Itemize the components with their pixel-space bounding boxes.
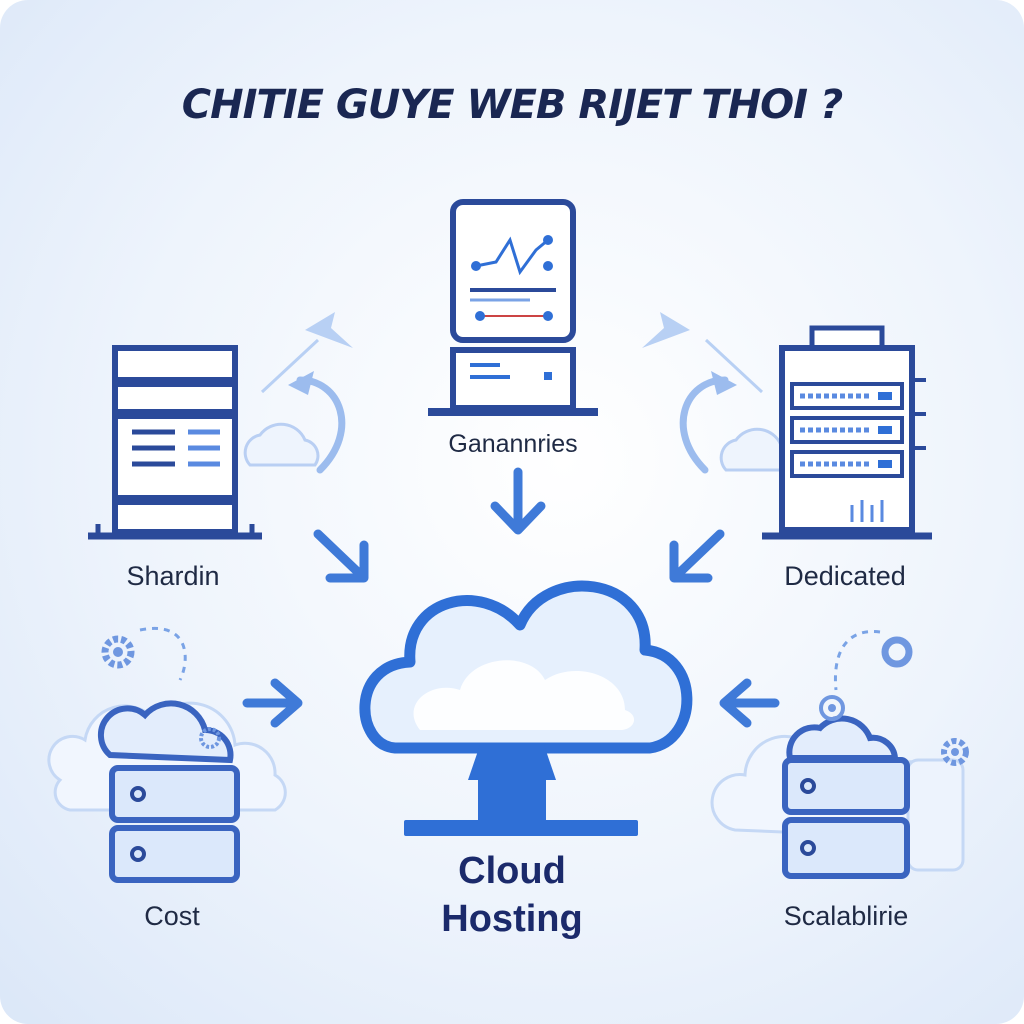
swoosh-arrow-left-icon (260, 312, 353, 474)
arrow-upper-right-diagonal (669, 529, 725, 583)
diagram-title: CHITIE GUYE WEB RIJET THOI ? (181, 82, 843, 128)
node-label-dedicated: Dedicated (784, 561, 906, 591)
node-label-scalability: Scalablirie (783, 901, 909, 931)
arrow-top-down (490, 467, 546, 535)
center-label: Cloud Hosting (441, 848, 582, 943)
node-label-shared: Shardin (126, 561, 220, 591)
arrow-lower-right-left (719, 678, 780, 728)
node-label-cost: Cost (144, 901, 200, 931)
node-label-top: Ganannries (448, 430, 578, 458)
center-label-line2: Hosting (441, 897, 583, 940)
monitor-server-icon (428, 199, 598, 416)
shared-server-icon (88, 345, 320, 540)
swoosh-arrow-right-icon (642, 312, 764, 474)
cloud-hosting-icon (359, 580, 693, 836)
arrow-upper-left-diagonal (313, 529, 369, 583)
scalability-cloud-server-icon (710, 630, 969, 879)
center-label-line1: Cloud (458, 850, 566, 892)
cost-cloud-server-icon (47, 626, 287, 883)
arrow-lower-left-right (242, 678, 303, 728)
dedicated-server-icon (719, 325, 932, 540)
